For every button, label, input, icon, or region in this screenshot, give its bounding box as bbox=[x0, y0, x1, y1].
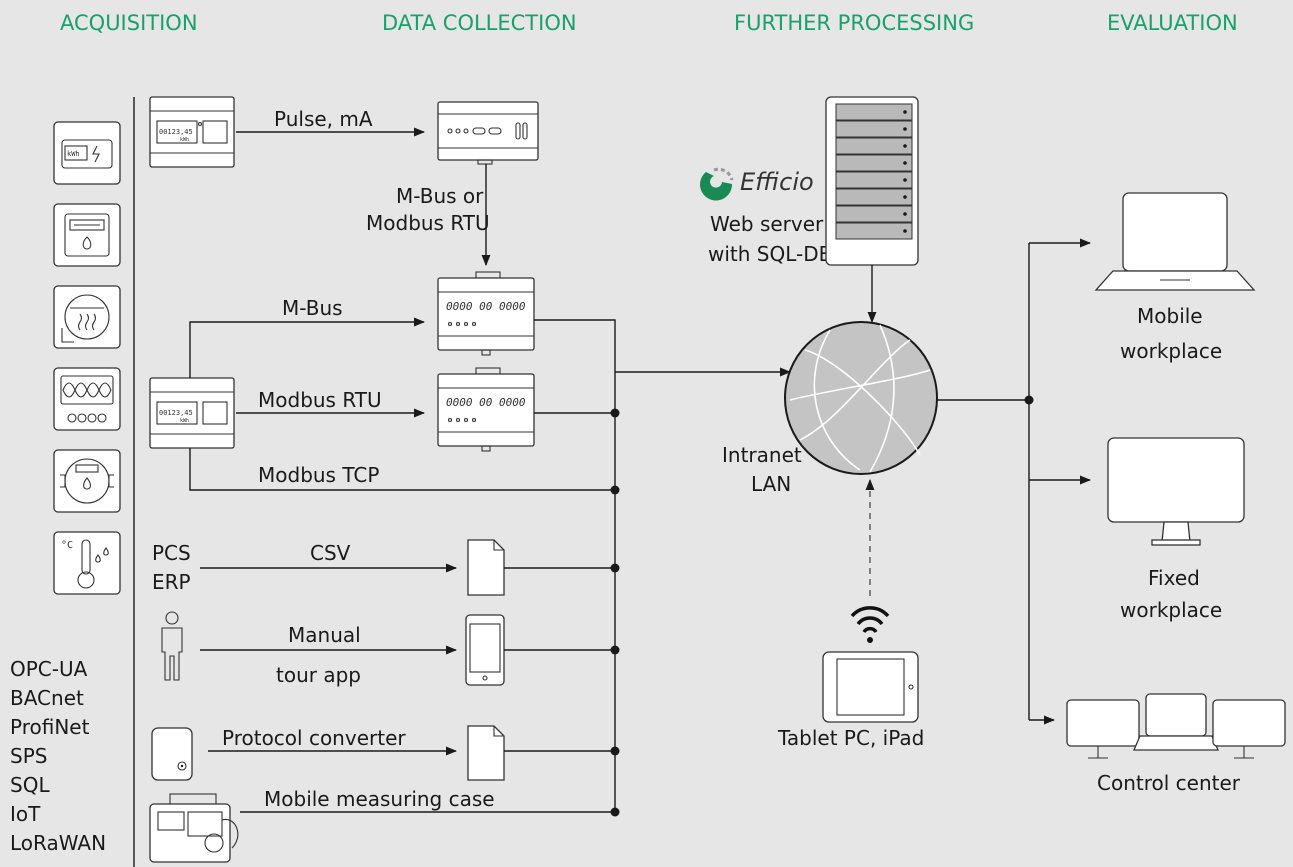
energy-meter-device-bottom: 00123,45 kWh bbox=[149, 377, 235, 449]
label-mbus: M-Bus bbox=[282, 296, 343, 320]
protocol-lorawan: LoRaWAN bbox=[10, 831, 106, 855]
header-evaluation: EVALUATION bbox=[1107, 11, 1238, 35]
modbus-gateway-device: 0000 00 0000 bbox=[437, 367, 535, 452]
mobile-workplace-line1: Mobile bbox=[1137, 304, 1203, 328]
protocol-iot: IoT bbox=[10, 802, 41, 826]
pulse-converter-device bbox=[437, 101, 539, 165]
meter-reading: 00123,45 bbox=[159, 128, 193, 136]
label-mobile-measuring-case: Mobile measuring case bbox=[264, 787, 495, 811]
protocol-sps: SPS bbox=[10, 744, 47, 768]
header-data-collection: DATA COLLECTION bbox=[382, 11, 577, 35]
svg-text:0000 00 0000: 0000 00 0000 bbox=[446, 300, 526, 313]
protocol-converter-device-icon bbox=[151, 727, 193, 781]
wifi-icon bbox=[850, 606, 890, 643]
protocol-sql: SQL bbox=[10, 773, 50, 797]
energy-meter-device-top: 00123,45 kWh bbox=[149, 96, 235, 168]
laptop-icon bbox=[1094, 192, 1256, 291]
label-modbus-rtu-top: Modbus RTU bbox=[366, 211, 490, 235]
csv-file-icon bbox=[467, 539, 505, 596]
svg-text:kWh: kWh bbox=[67, 150, 80, 158]
water-meter-icon bbox=[53, 449, 121, 513]
label-csv: CSV bbox=[310, 541, 351, 565]
svg-text:°C: °C bbox=[61, 540, 73, 551]
brand-efficio: Efficio bbox=[740, 168, 814, 196]
label-modbus-rtu: Modbus RTU bbox=[258, 388, 382, 412]
modbus-tcp-line bbox=[189, 448, 615, 491]
converter-file-icon bbox=[467, 725, 505, 781]
efficio-logo bbox=[700, 167, 734, 201]
electricity-meter-icon: kWh bbox=[53, 121, 121, 185]
bus-junction bbox=[610, 645, 620, 655]
server-label-line2: with SQL-DB bbox=[708, 242, 832, 266]
header-further-processing: FURTHER PROCESSING bbox=[734, 11, 974, 35]
fixed-workplace-line1: Fixed bbox=[1148, 566, 1200, 590]
mbus-arrow bbox=[189, 317, 426, 378]
globe-network-icon bbox=[784, 321, 938, 475]
source-pcs: PCS bbox=[152, 541, 191, 565]
label-mbus-or: M-Bus or bbox=[396, 184, 484, 208]
server-rack-icon bbox=[825, 96, 919, 266]
label-modbus-tcp: Modbus TCP bbox=[258, 463, 379, 487]
control-center-monitors-icon bbox=[1066, 693, 1286, 759]
power-analyzer-icon bbox=[53, 367, 121, 431]
header-acquisition: ACQUISITION bbox=[60, 11, 198, 35]
heat-meter-icon bbox=[53, 285, 121, 349]
mbus-gateway-device: 0000 00 0000 bbox=[437, 271, 535, 356]
person-icon bbox=[161, 611, 183, 681]
bus-junction bbox=[610, 485, 620, 495]
bus-junction bbox=[610, 807, 620, 817]
tablet-label: Tablet PC, iPad bbox=[777, 726, 924, 750]
control-center-label: Control center bbox=[1097, 771, 1241, 795]
label-protocol-converter: Protocol converter bbox=[222, 726, 406, 750]
meter-unit: kWh bbox=[180, 137, 189, 143]
measuring-case-icon bbox=[149, 793, 239, 863]
label-manual: Manual bbox=[288, 623, 361, 647]
bus-junction bbox=[610, 408, 620, 418]
protocol-bacnet: BACnet bbox=[10, 686, 84, 710]
meter-unit: kWh bbox=[180, 418, 189, 424]
evaluation-junction bbox=[1024, 395, 1034, 405]
network-label-line2: LAN bbox=[751, 472, 791, 496]
server-label-line1: Web server bbox=[710, 212, 824, 236]
source-erp: ERP bbox=[152, 570, 191, 594]
meter-reading: 00123,45 bbox=[159, 409, 193, 417]
label-pulse-ma: Pulse, mA bbox=[274, 107, 373, 131]
smartphone-icon bbox=[465, 614, 505, 686]
tablet-icon bbox=[822, 651, 919, 723]
fixed-workplace-line2: workplace bbox=[1120, 598, 1222, 622]
label-tour-app: tour app bbox=[276, 663, 361, 687]
desktop-monitor-icon bbox=[1107, 437, 1245, 546]
bus-junction bbox=[610, 746, 620, 756]
network-label-line1: Intranet bbox=[722, 443, 802, 467]
bus-junction bbox=[610, 563, 620, 573]
gas-meter-icon bbox=[53, 203, 121, 267]
svg-text:0000 00 0000: 0000 00 0000 bbox=[446, 396, 526, 409]
collection-bus bbox=[534, 319, 616, 812]
mobile-workplace-line2: workplace bbox=[1120, 339, 1222, 363]
protocol-profinet: ProfiNet bbox=[10, 715, 90, 739]
temperature-humidity-icon: °C bbox=[53, 531, 121, 595]
protocol-opc-ua: OPC-UA bbox=[10, 657, 88, 681]
